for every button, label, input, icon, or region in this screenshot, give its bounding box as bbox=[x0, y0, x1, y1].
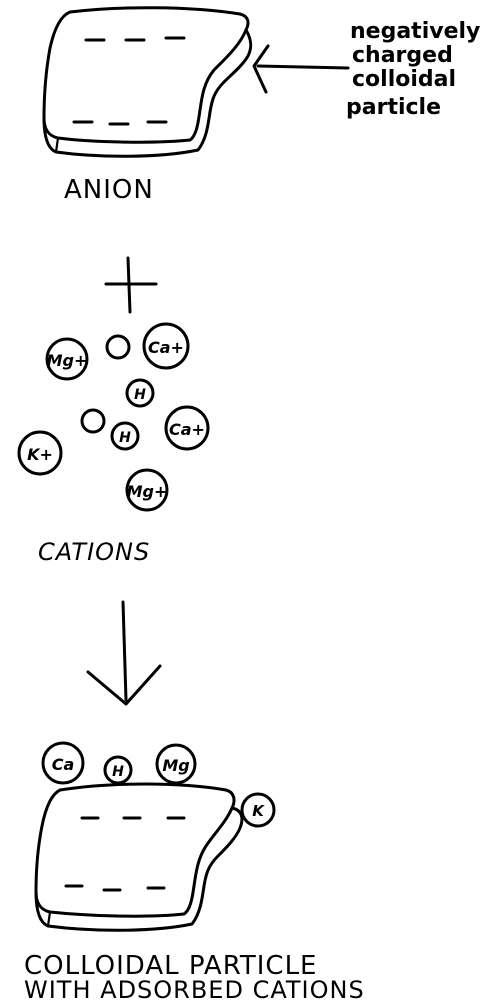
plus-sign bbox=[106, 258, 156, 312]
cation-ion bbox=[107, 336, 129, 358]
adsorbed-particle: Ca H Mg K bbox=[36, 743, 274, 930]
ion-label: H bbox=[119, 430, 131, 446]
ion-label: Mg+ bbox=[127, 482, 168, 501]
callout-line-4: particle bbox=[346, 95, 441, 120]
cation-ion: H bbox=[127, 380, 153, 406]
down-arrow-icon bbox=[88, 602, 160, 704]
cation-ion: Ca+ bbox=[144, 324, 188, 368]
adsorbed-ion: K bbox=[242, 794, 274, 826]
cation-ion: K+ bbox=[19, 432, 61, 474]
ion-label: Ca+ bbox=[169, 420, 205, 439]
ion-label: H bbox=[112, 764, 124, 780]
adsorbed-ion: Mg bbox=[157, 745, 195, 783]
cation-ion: Mg+ bbox=[127, 470, 168, 510]
adsorbed-ion: Ca bbox=[43, 743, 83, 783]
ion-label: K bbox=[252, 802, 265, 820]
cations-caption: CATIONS bbox=[38, 538, 150, 566]
callout-text: negatively charged colloidal particle bbox=[346, 19, 480, 120]
adsorbed-ion: H bbox=[105, 757, 131, 783]
callout-line-2: charged bbox=[352, 43, 453, 68]
result-caption-line-2: WITH ADSORBED CATIONS bbox=[24, 976, 365, 1003]
negative-charge-marks bbox=[74, 38, 184, 124]
ion-label: Ca+ bbox=[148, 338, 184, 357]
callout-line-1: negatively bbox=[350, 19, 480, 44]
ion-label: H bbox=[134, 387, 146, 403]
ion-label: Ca bbox=[52, 755, 75, 774]
cation-ion: Mg+ bbox=[47, 339, 88, 379]
cation-ion bbox=[82, 410, 104, 432]
ion-label: K+ bbox=[27, 445, 53, 464]
cations-cluster: Mg+ Ca+ H K+ H Ca+ bbox=[19, 324, 208, 510]
anion-caption: ANION bbox=[64, 175, 154, 205]
ion-label: Mg bbox=[162, 756, 189, 775]
cation-ion: Ca+ bbox=[166, 407, 208, 449]
negative-charge-marks bbox=[66, 818, 184, 890]
cation-ion: H bbox=[112, 423, 138, 449]
ion-label: Mg+ bbox=[47, 351, 88, 370]
callout-line-3: colloidal bbox=[352, 67, 456, 92]
anion-particle bbox=[44, 8, 251, 157]
callout-arrow bbox=[254, 46, 348, 92]
